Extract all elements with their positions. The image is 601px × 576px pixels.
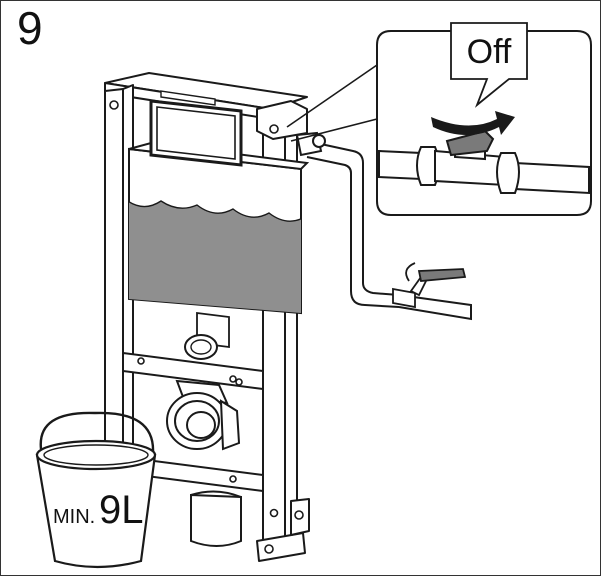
bucket-volume: 9L — [99, 488, 144, 532]
frame-bolts — [109, 100, 304, 554]
step-number: 9 — [17, 2, 43, 54]
bucket-prefix: MIN. — [53, 506, 95, 528]
water-bucket: MIN. 9L — [35, 411, 157, 569]
turn-arrow-icon — [431, 111, 515, 135]
cistern-water — [129, 197, 301, 313]
flush-bend-connector — [166, 379, 242, 547]
supply-valve — [392, 262, 467, 309]
valve-callout: Off — [286, 22, 592, 216]
cistern — [128, 90, 310, 360]
valve-handle-icon — [417, 268, 467, 282]
valve-state-label: Off — [467, 33, 512, 71]
